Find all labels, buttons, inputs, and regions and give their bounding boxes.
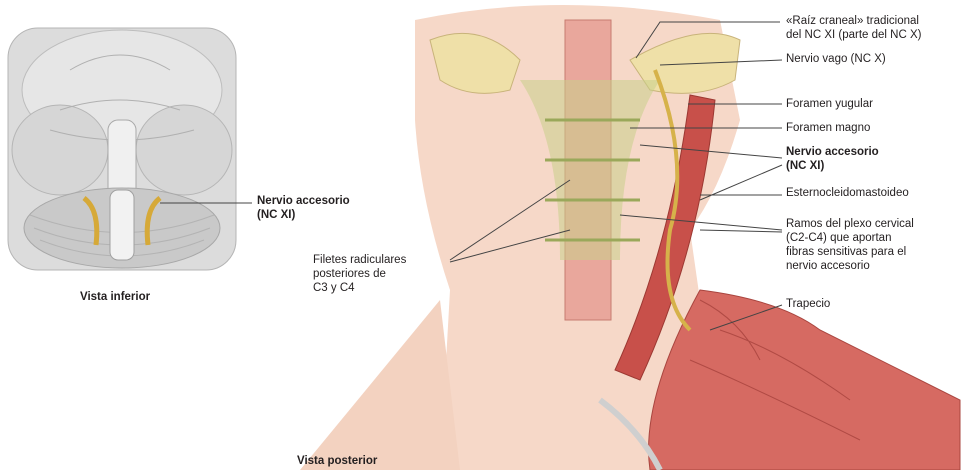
caption-posterior-view: Vista posterior <box>297 454 377 468</box>
inferior-view-brain <box>8 28 236 270</box>
label-cranial-root: «Raíz craneal» tradicional del NC XI (pa… <box>786 14 922 42</box>
label-cervical-plexus: Ramos del plexo cervical (C2-C4) que apo… <box>786 217 914 273</box>
label-foramen-magnum: Foramen magno <box>786 121 870 135</box>
label-accessory-nerve: Nervio accesorio (NC XI) <box>786 145 879 173</box>
label-inferior-nerve: Nervio accesorio (NC XI) <box>257 194 350 222</box>
label-rootlets: Filetes radiculares posteriores de C3 y … <box>313 253 406 295</box>
label-trapezius: Trapecio <box>786 297 830 311</box>
caption-inferior-view: Vista inferior <box>80 290 150 304</box>
label-jugular-foramen: Foramen yugular <box>786 97 873 111</box>
label-sternocleidomastoid: Esternocleidomastoideo <box>786 186 909 200</box>
label-vagus: Nervio vago (NC X) <box>786 52 886 66</box>
